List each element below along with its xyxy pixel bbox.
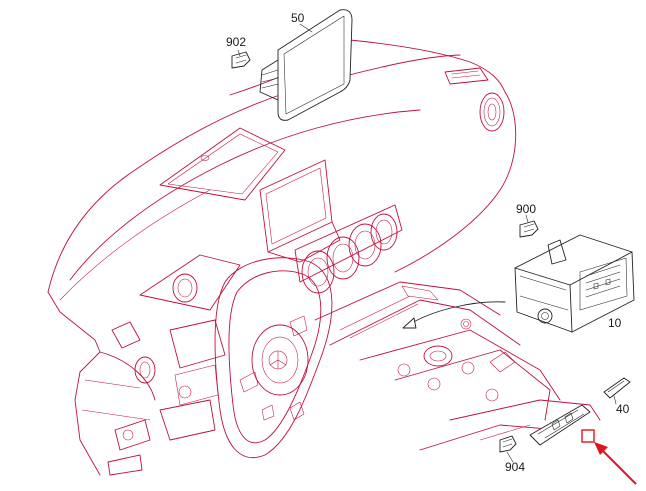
label-switch-part: 40 xyxy=(616,402,630,416)
display-unit xyxy=(259,9,353,121)
leader-lines xyxy=(237,23,617,463)
label-lower-connector: 904 xyxy=(505,460,525,474)
highlight-box xyxy=(581,429,595,443)
lower-connector-module xyxy=(499,404,591,453)
center-console xyxy=(314,281,601,451)
dash-top-panel xyxy=(159,127,286,201)
label-control-unit-body: 10 xyxy=(608,316,622,330)
dashboard-outline xyxy=(47,39,517,476)
label-display: 50 xyxy=(291,11,305,25)
control-unit xyxy=(514,234,635,333)
control-unit-connector xyxy=(519,220,539,238)
right-air-vent xyxy=(444,67,505,132)
installation-arrow xyxy=(402,301,506,329)
switch-part xyxy=(603,377,631,399)
knee-panel xyxy=(107,419,151,476)
steering-column xyxy=(159,319,226,441)
pointer-arrow xyxy=(594,442,637,485)
center-screen-housing xyxy=(259,159,341,263)
display-connector xyxy=(231,51,251,69)
steering-wheel xyxy=(214,257,333,458)
instrument-cluster xyxy=(111,254,241,384)
label-control-unit: 900 xyxy=(516,202,536,216)
label-display-connector: 902 xyxy=(226,35,246,49)
center-air-vents xyxy=(294,204,403,294)
